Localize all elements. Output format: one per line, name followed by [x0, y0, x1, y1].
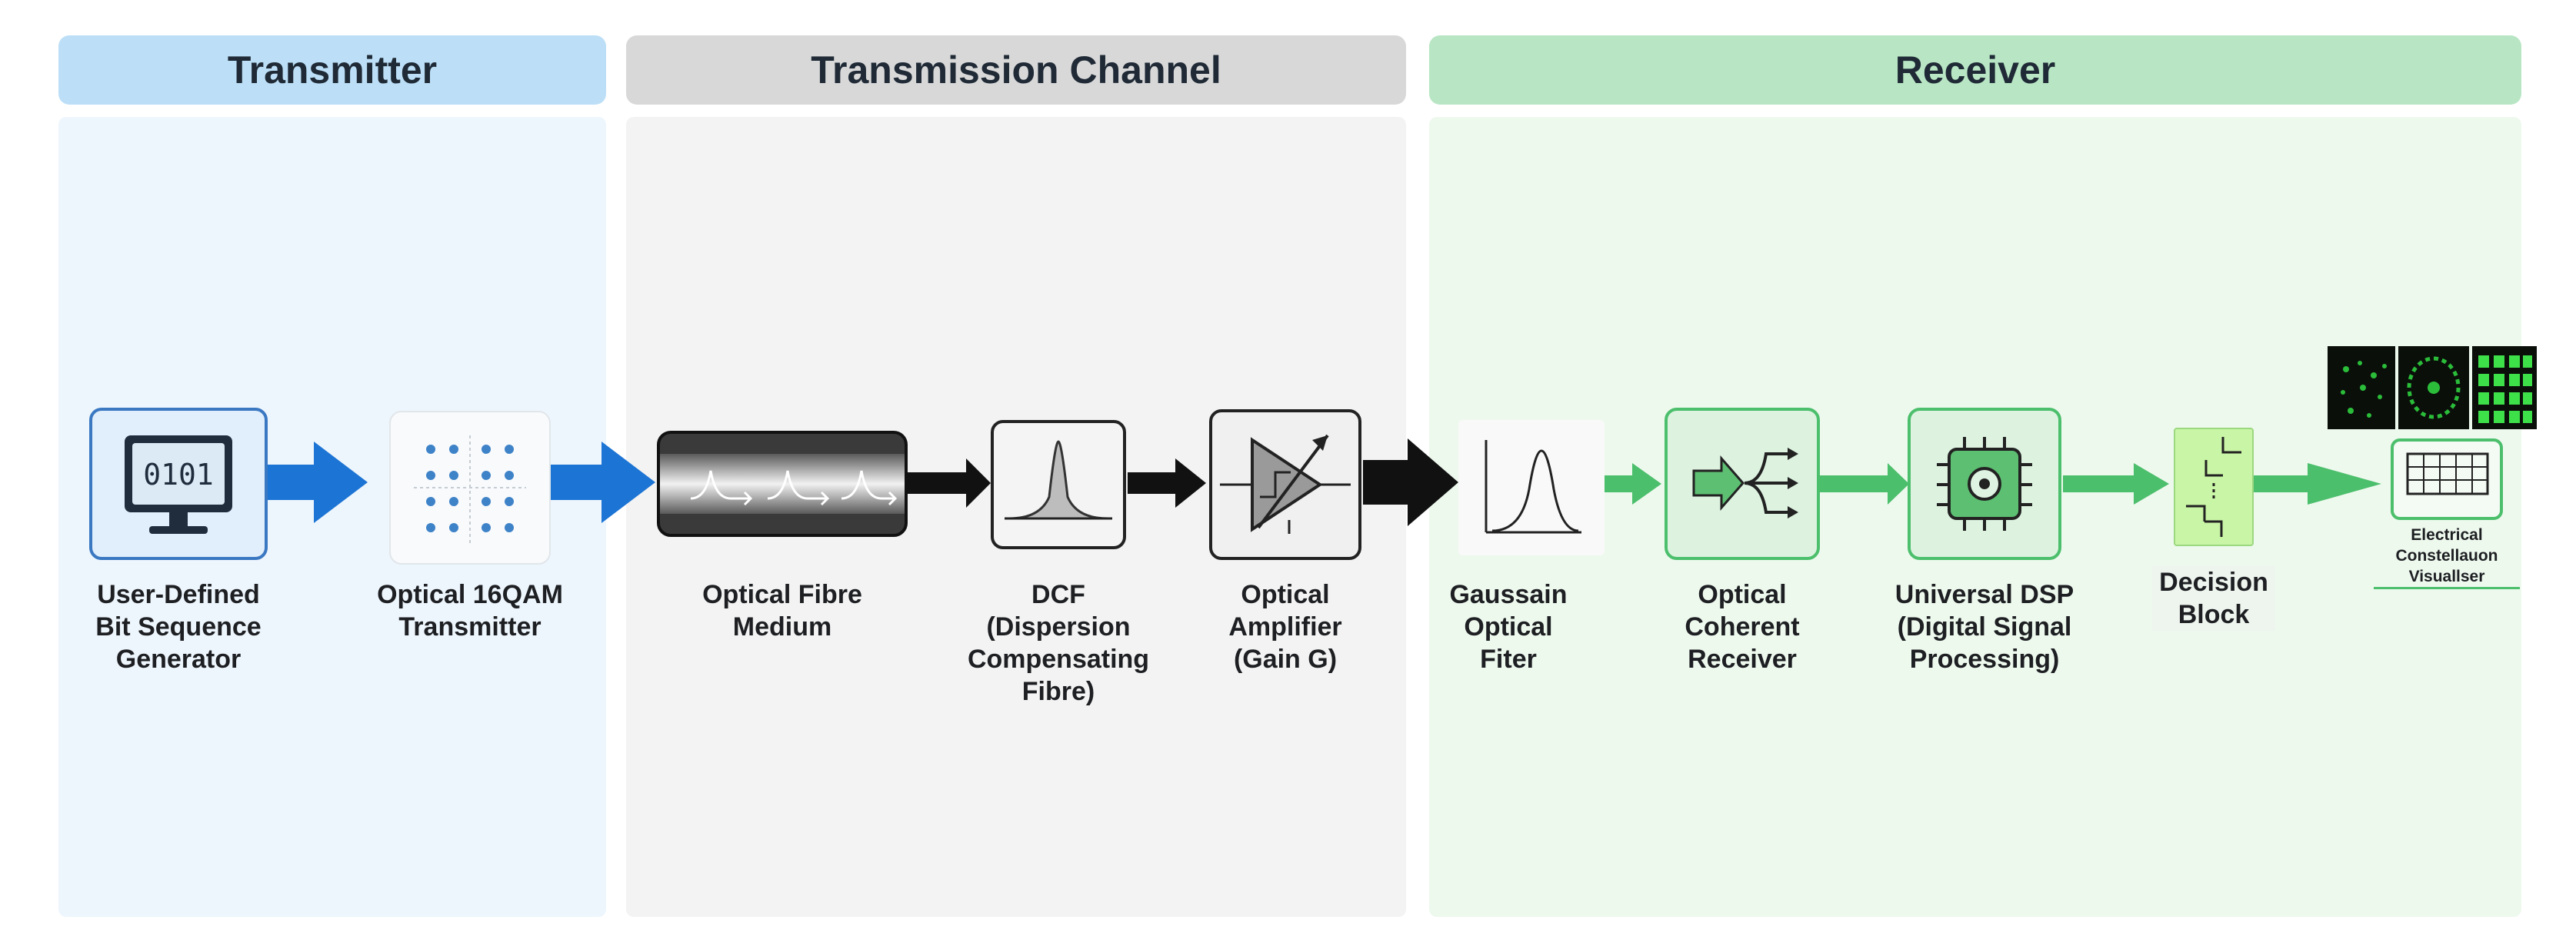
dsp-label: Universal DSP (Digital Signal Processing… [1895, 580, 2074, 674]
chip-gear-icon [1937, 437, 2032, 531]
fibre-pulses-icon [660, 454, 905, 514]
decision-block[interactable] [2174, 428, 2254, 546]
coherent-receiver-block[interactable] [1665, 408, 1820, 560]
qam-transmitter-block[interactable] [389, 411, 551, 565]
arrow-receiver-to-dsp [1820, 463, 1909, 505]
threshold-steps-icon [2186, 437, 2241, 537]
decision-label: Decision Block [2152, 566, 2275, 631]
fibre-block[interactable] [657, 431, 908, 537]
arrow-amplifier-to-filter [1363, 438, 1458, 526]
monitor-icon: 0101 [125, 435, 232, 534]
pulse-compression-icon [1005, 440, 1112, 520]
arrow-dsp-to-decision [2063, 463, 2169, 505]
arrow-decision-to-visualiser [2254, 463, 2381, 505]
gaussian-curve-icon [1485, 440, 1581, 534]
bit-generator-block[interactable]: 0101 [89, 408, 268, 560]
monitor-screen-text: 0101 [143, 458, 214, 492]
arrow-filter-to-receiver [1605, 463, 1661, 505]
arrow-qam-to-fibre [551, 442, 655, 523]
amplifier-triangle-icon [1220, 434, 1351, 534]
arrow-bitgen-to-qam [268, 442, 368, 523]
grid-display-icon [2406, 452, 2489, 495]
dcf-label: DCF (Dispersion Compensating Fibre) [967, 580, 1150, 706]
gaussian-filter-label: Gaussain Optical Fiter [1449, 580, 1568, 674]
receiver-header: Receiver [1429, 35, 2521, 105]
bit-generator-label: User-Defined Bit Sequence Generator [95, 580, 262, 674]
visualiser-block[interactable] [2391, 438, 2503, 520]
arrow-dcf-to-amplifier [1128, 458, 1206, 508]
arrow-fibre-to-dcf [906, 458, 991, 508]
amplifier-block[interactable] [1209, 409, 1361, 560]
channel-header: Transmission Channel [626, 35, 1406, 105]
gaussian-filter-block[interactable] [1458, 420, 1605, 555]
visualiser-label: Electrical Constellauon Visuallser [2374, 525, 2520, 589]
signal-split-icon [1692, 448, 1798, 518]
qam-transmitter-label: Optical 16QAM Transmitter [377, 580, 563, 642]
transmitter-header: Transmitter [58, 35, 606, 105]
dsp-block[interactable] [1908, 408, 2061, 560]
fibre-label: Optical Fibre Medium [702, 580, 862, 642]
coherent-receiver-label: Optical Coherent Receiver [1685, 580, 1800, 674]
amplifier-label: Optical Amplifier (Gain G) [1228, 580, 1342, 674]
constellation-icon [414, 435, 526, 543]
dcf-block[interactable] [991, 420, 1126, 549]
